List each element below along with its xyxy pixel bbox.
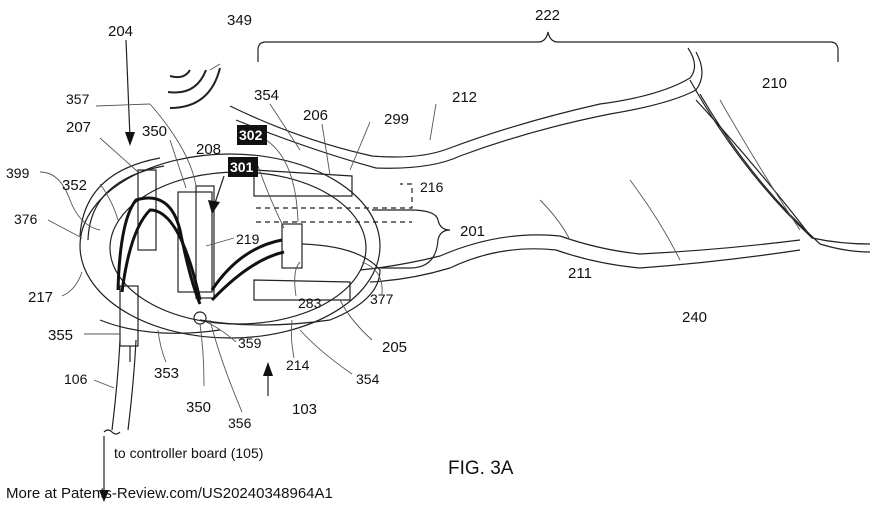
label-210: 210 <box>762 75 787 92</box>
label-208: 208 <box>196 141 221 158</box>
label-357: 357 <box>66 91 90 107</box>
foot-outline <box>229 47 871 283</box>
cable-106 <box>103 339 137 435</box>
label-352: 352 <box>62 177 87 194</box>
bracket-222 <box>257 31 839 62</box>
sound-waves <box>167 67 221 109</box>
controller-board-label: to controller board (105) <box>114 445 263 461</box>
label-214: 214 <box>286 357 310 373</box>
label-216: 216 <box>420 179 444 195</box>
label-350-bottom: 350 <box>186 399 211 416</box>
label-283: 283 <box>298 295 322 311</box>
label-377: 377 <box>370 291 394 307</box>
controller-arrow <box>99 436 109 502</box>
bracket-201 <box>409 209 451 269</box>
label-354-bottom: 354 <box>356 371 380 387</box>
label-350-top: 350 <box>142 123 167 140</box>
label-204: 204 <box>108 23 133 40</box>
label-222: 222 <box>535 7 560 24</box>
label-355: 355 <box>48 327 73 344</box>
label-106: 106 <box>64 371 88 387</box>
footer-source-link[interactable]: More at Patents-Review.com/US20240348964… <box>6 485 333 502</box>
label-354-top: 354 <box>254 87 279 104</box>
label-201: 201 <box>460 223 485 240</box>
label-207: 207 <box>66 119 91 136</box>
label-299: 299 <box>384 111 409 128</box>
label-212: 212 <box>452 89 477 106</box>
label-376: 376 <box>14 211 38 227</box>
label-356: 356 <box>228 415 252 431</box>
label-301: 301 <box>230 159 254 175</box>
label-399: 399 <box>6 165 30 181</box>
label-359: 359 <box>238 335 262 351</box>
leader-lines <box>39 63 437 413</box>
label-240: 240 <box>682 309 707 326</box>
label-211: 211 <box>568 265 592 282</box>
label-103: 103 <box>292 401 317 418</box>
internal-components <box>99 169 381 362</box>
label-302: 302 <box>239 127 263 143</box>
label-205: 205 <box>382 339 407 356</box>
figure-caption: FIG. 3A <box>448 458 514 479</box>
label-353: 353 <box>154 365 179 382</box>
label-box-301 <box>228 157 258 177</box>
label-206: 206 <box>303 107 328 124</box>
pointer-arrows <box>125 39 273 396</box>
label-217: 217 <box>28 289 53 306</box>
label-box-302 <box>237 125 267 145</box>
label-219: 219 <box>236 231 260 247</box>
label-349: 349 <box>227 12 252 29</box>
